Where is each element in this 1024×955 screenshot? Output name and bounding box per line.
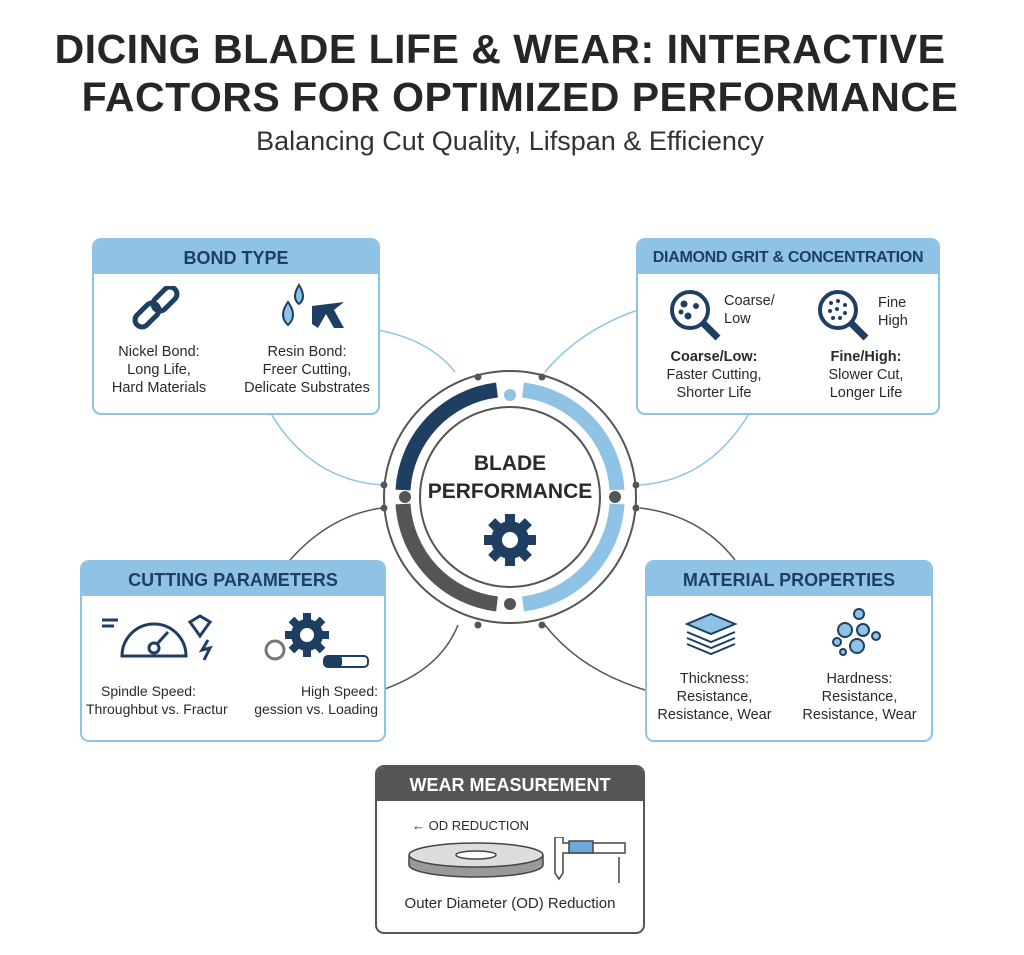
blade-caliper-icon bbox=[408, 837, 626, 883]
coarse-low-icon-label: Coarse/Low bbox=[724, 292, 775, 328]
bond-type-panel: BOND TYPE Nickel Bond: Long Life, Hard Mat… bbox=[92, 238, 380, 415]
text-line: Throughbut vs. Fractur bbox=[86, 701, 228, 717]
layers-icon bbox=[684, 612, 738, 656]
material-properties-panel: MATERIAL PROPERTIES Thickness: Resistance… bbox=[645, 560, 933, 742]
connector-diamond-in bbox=[544, 309, 639, 373]
text-line: Hard Materials bbox=[111, 380, 207, 396]
text-line: Fine/High: bbox=[830, 349, 902, 365]
connector-cutting-in bbox=[381, 624, 459, 691]
fine-grit-magnifier-icon bbox=[818, 290, 869, 341]
text-line: gession vs. Loading bbox=[254, 701, 378, 717]
nickel-bond-text: Nickel Bond: Long Life, Hard Materials bbox=[99, 343, 219, 397]
panel-header: CUTTING PARAMETERS bbox=[82, 562, 384, 596]
high-speed-text: High Speed: gession vs. Loading bbox=[242, 682, 378, 718]
text-line: Coarse/ bbox=[724, 293, 775, 309]
resin-drop-icon bbox=[282, 283, 344, 328]
gear-icon bbox=[484, 514, 536, 566]
panel-header: BOND TYPE bbox=[94, 240, 378, 274]
panel-header: MATERIAL PROPERTIES bbox=[647, 562, 931, 596]
text-line: Thickness: bbox=[679, 671, 750, 687]
diamond-grit-panel: DIAMOND GRIT & CONCENTRATION Coarse/Low … bbox=[636, 238, 940, 415]
text-line: Long Life, bbox=[127, 362, 191, 378]
connector-cutting-out bbox=[289, 507, 383, 561]
hardness-text: Hardness: Resistance, Resistance, Wear bbox=[797, 670, 922, 724]
text-line: Slower Cut, bbox=[828, 367, 904, 383]
resin-bond-text: Resin Bond: Freer Cutting, Delicate Substr… bbox=[242, 343, 372, 397]
text-line: Spindle Speed: bbox=[101, 683, 196, 699]
text-line: Resistance, bbox=[821, 689, 898, 705]
spindle-speed-text: Spindle Speed: Throughbut vs. Fractur bbox=[86, 682, 238, 718]
center-line-1: BLADE bbox=[473, 452, 547, 475]
arc-light-bottom bbox=[521, 503, 625, 612]
panel-header: DIAMOND GRIT & CONCENTRATION bbox=[638, 240, 938, 274]
text-line: Resistance, Wear bbox=[657, 707, 772, 723]
center-label: BLADE PERFORMANCE bbox=[420, 450, 600, 506]
center-line-2: PERFORMANCE bbox=[427, 480, 593, 503]
connector-bond-out bbox=[269, 411, 383, 486]
subtitle: Balancing Cut Quality, Lifspan & Efficie… bbox=[256, 126, 764, 156]
text-line: Hardness: bbox=[826, 671, 893, 687]
od-reduction-label: ← OD REDUCTION bbox=[412, 818, 529, 833]
text-line: Delicate Substrates bbox=[244, 380, 370, 396]
speedometer-icon bbox=[102, 614, 213, 661]
fine-high-text: Fine/High: Slower Cut, Longer Life bbox=[806, 348, 926, 402]
cutting-parameters-panel: CUTTING PARAMETERS Spindle Speed: Through… bbox=[80, 560, 386, 742]
outer-ring bbox=[383, 370, 637, 624]
text-line: Resistance, Wear bbox=[802, 707, 917, 723]
arc-light-top bbox=[521, 382, 625, 491]
text-line: Coarse/Low: bbox=[670, 349, 758, 365]
gear-speed-icon bbox=[264, 613, 369, 668]
connector-bond-in bbox=[377, 329, 456, 373]
text-line: High Speed: bbox=[300, 683, 378, 699]
arc-gray bbox=[395, 503, 499, 612]
wear-measurement-panel: WEAR MEASUREMENT ← OD REDUCTION Outer Di… bbox=[375, 765, 645, 934]
inner-circle bbox=[419, 406, 601, 588]
text-line: Shorter Life bbox=[676, 385, 752, 401]
text-line: Freer Cutting, bbox=[262, 362, 352, 378]
coarse-grit-magnifier-icon bbox=[670, 290, 721, 341]
text-line: High bbox=[878, 313, 908, 329]
panel-header: WEAR MEASUREMENT bbox=[377, 767, 643, 801]
coarse-low-text: Coarse/Low: Faster Cutting, Shorter Life bbox=[654, 348, 774, 402]
connector-material-out bbox=[639, 507, 736, 561]
arc-navy bbox=[395, 382, 499, 491]
text-line: Resin Bond: bbox=[267, 344, 347, 360]
connector-material-in bbox=[544, 624, 646, 691]
text-line: Longer Life bbox=[829, 385, 903, 401]
wear-caption: Outer Diameter (OD) Reduction bbox=[404, 895, 616, 912]
text-line: Low bbox=[724, 311, 751, 327]
particles-icon bbox=[832, 608, 881, 656]
thickness-text: Thickness: Resistance, Resistance, Wear bbox=[652, 670, 777, 724]
title-line-2: FACTORS FOR OPTIMIZED PERFORMANCE bbox=[81, 74, 959, 120]
text-line: Faster Cutting, bbox=[666, 367, 762, 383]
text-line: Resistance, bbox=[676, 689, 753, 705]
text-line: Nickel Bond: bbox=[118, 344, 200, 360]
title-line-1: DICING BLADE LIFE & WEAR: INTERACTIVE bbox=[54, 26, 946, 72]
chain-link-icon bbox=[132, 286, 180, 330]
connector-diamond-out bbox=[639, 411, 751, 486]
text-line: Fine bbox=[878, 295, 907, 311]
